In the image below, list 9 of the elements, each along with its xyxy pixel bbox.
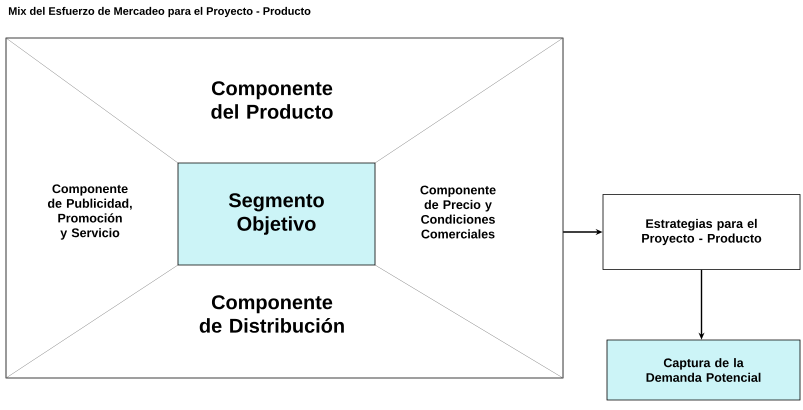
- component-label: Componente de Publicidad, Promoción y Servicio: [48, 184, 132, 240]
- component-label: Componente del Producto: [211, 81, 333, 119]
- frame-box: [6, 38, 564, 378]
- strategy-box: Estrategias para el Proyecto - Producto: [602, 194, 800, 270]
- title: Mix del Esfuerzo de Mercadeo para el Proyecto - Producto: [8, 6, 310, 18]
- component-label: Componente de Distribución: [200, 295, 344, 333]
- capture-box: Captura de la Demanda Potencial: [606, 340, 800, 400]
- component-label: Componente de Precio y Condiciones Comerciales: [420, 186, 496, 238]
- segment-box: Segmento Objetivo: [178, 162, 376, 266]
